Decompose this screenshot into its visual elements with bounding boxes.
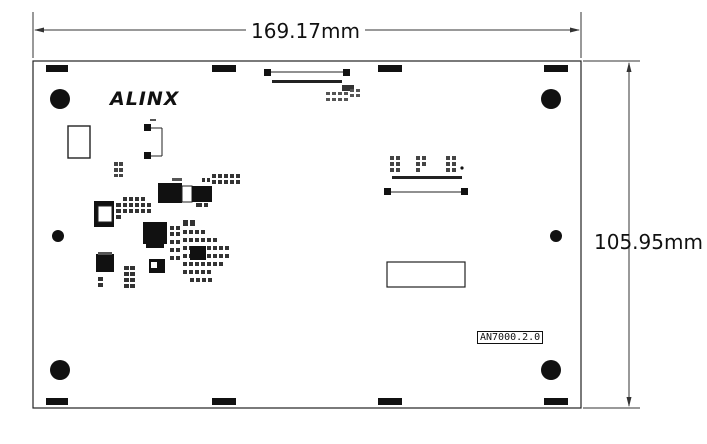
connector-j4 [144, 119, 163, 159]
brand-logo: ALINX [110, 88, 180, 110]
inductor-area [94, 197, 151, 227]
width-dimension-label: 169.17mm [246, 19, 365, 43]
lower-left-regulator [96, 252, 135, 288]
width-arrow-left [34, 27, 44, 33]
top-fpc-connector [264, 69, 360, 101]
height-arrow-bottom [626, 397, 632, 407]
edge-tab [544, 398, 568, 405]
board-outline [32, 60, 582, 409]
edge-tab [46, 398, 68, 405]
height-arrow-top [626, 62, 632, 72]
edge-tabs [46, 65, 568, 405]
mounting-holes [50, 89, 562, 380]
mounting-hole [50, 360, 70, 380]
edge-tab [46, 65, 68, 72]
module-outline [386, 261, 466, 288]
mounting-hole [50, 89, 70, 109]
mounting-hole [541, 89, 561, 109]
left-connector-outline [67, 125, 91, 159]
mounting-hole-small [52, 230, 64, 242]
edge-tab [378, 398, 402, 405]
height-dimension [583, 60, 640, 409]
right-fpc-connector [384, 156, 468, 195]
small-components [114, 162, 123, 177]
mounting-hole-small [550, 230, 562, 242]
edge-tab [544, 65, 568, 72]
edge-tab [378, 65, 402, 72]
width-arrow-right [570, 27, 580, 33]
mounting-hole [541, 360, 561, 380]
edge-tab [212, 65, 236, 72]
height-dimension-label: 105.95mm [594, 230, 703, 254]
version-label: AN7000.2.0 [477, 331, 544, 344]
regulator-area [143, 220, 229, 282]
edge-tab [212, 398, 236, 405]
power-ic-area [158, 174, 240, 207]
